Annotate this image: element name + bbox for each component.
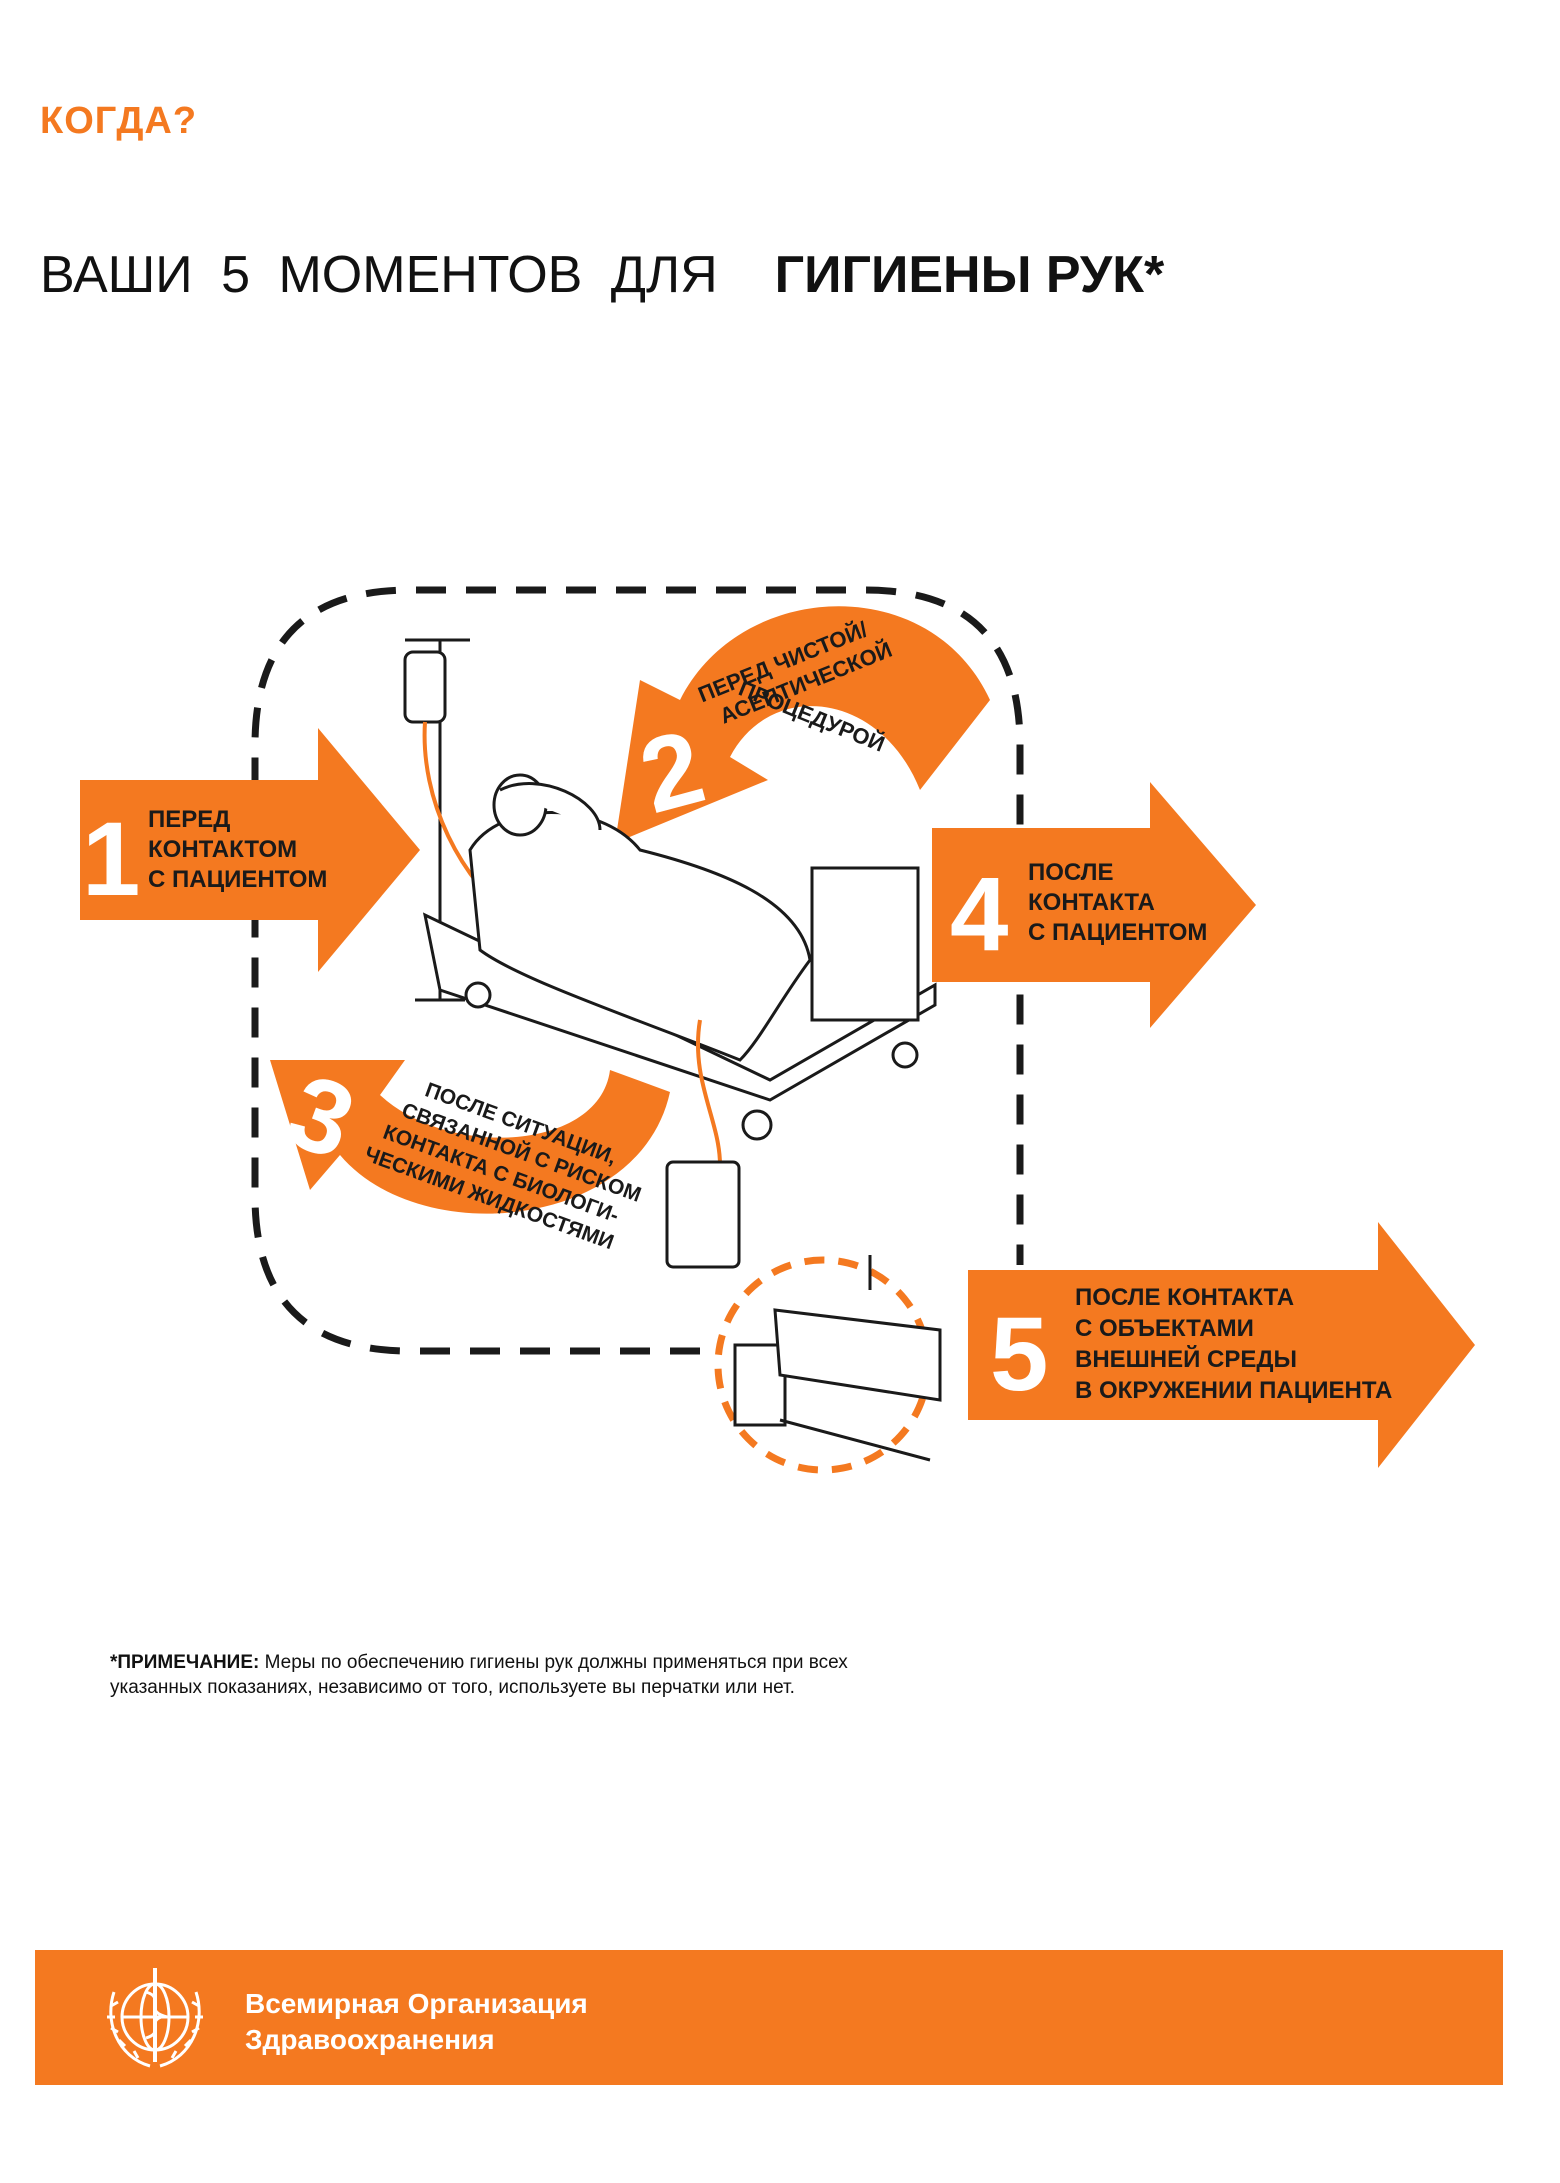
moment-1-label-line-2: КОНТАКТОМ bbox=[148, 836, 297, 863]
hospital-bed-icon bbox=[422, 773, 937, 1269]
moment-4-label-line-3: С ПАЦИЕНТОМ bbox=[1028, 919, 1207, 946]
moment-5-arrow bbox=[968, 1222, 1475, 1468]
moment-1-label-line-1: ПЕРЕД bbox=[148, 806, 230, 833]
moment-4-label-line-1: ПОСЛЕ bbox=[1028, 859, 1114, 886]
patient-zone-border bbox=[251, 586, 1024, 1355]
moment-3-arrow bbox=[270, 1060, 670, 1214]
when-heading: КОГДА? bbox=[40, 100, 198, 142]
moment-5-label-line-1: ПОСЛЕ КОНТАКТА bbox=[1075, 1284, 1294, 1311]
moment-1-arrow bbox=[80, 728, 420, 972]
organization-name-line-1: Всемирная Организация bbox=[245, 1988, 588, 2019]
footnote-label: *ПРИМЕЧАНИЕ: bbox=[110, 1652, 260, 1673]
moment-4-number: 4 bbox=[950, 856, 1008, 973]
patient-environment-icon bbox=[733, 1255, 942, 1462]
moment-2-arrow bbox=[615, 606, 990, 843]
moment-4-label-line-2: КОНТАКТА bbox=[1028, 889, 1155, 916]
footnote-text: Меры по обеспечению гигиены рук должны п… bbox=[110, 1652, 848, 1698]
moment-1-label-line-3: С ПАЦИЕНТОМ bbox=[148, 866, 327, 893]
organization-name-line-2: Здравоохранения bbox=[245, 2024, 495, 2055]
moment-5-label-line-4: В ОКРУЖЕНИИ ПАЦИЕНТА bbox=[1075, 1377, 1392, 1404]
title-bold: ГИГИЕНЫ РУК* bbox=[774, 246, 1165, 304]
organization-name: Всемирная Организация Здравоохранения bbox=[245, 1986, 588, 2058]
moment-5-label-line-3: ВНЕШНЕЙ СРЕДЫ bbox=[1075, 1345, 1297, 1373]
footnote: *ПРИМЕЧАНИЕ: Меры по обеспечению гигиены… bbox=[110, 1650, 870, 1700]
moment-5-label-line-2: С ОБЪЕКТАМИ bbox=[1075, 1315, 1254, 1342]
title-regular: ВАШИ 5 МОМЕНТОВ ДЛЯ bbox=[40, 246, 718, 304]
footer-bar bbox=[35, 1950, 1503, 2085]
who-emblem-icon bbox=[107, 1968, 203, 2068]
moment-1-number: 1 bbox=[82, 801, 140, 918]
page-title: ВАШИ 5 МОМЕНТОВ ДЛЯ ГИГИЕНЫ РУК* bbox=[40, 245, 1164, 305]
moment-5-number: 5 bbox=[990, 1296, 1048, 1413]
moment-4-arrow bbox=[932, 782, 1256, 1028]
